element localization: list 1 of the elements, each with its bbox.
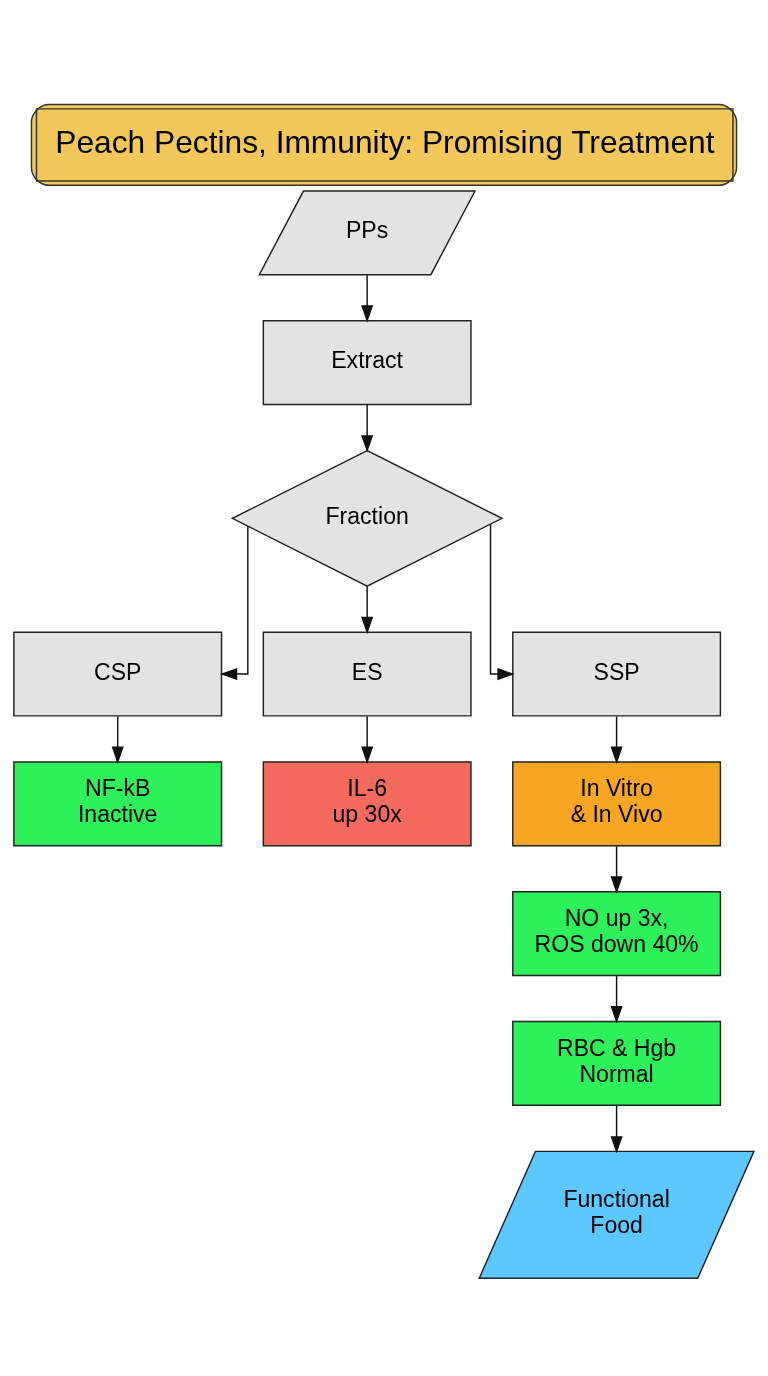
diagram-title: Peach Pectins, Immunity: Promising Treatment [55,123,715,160]
